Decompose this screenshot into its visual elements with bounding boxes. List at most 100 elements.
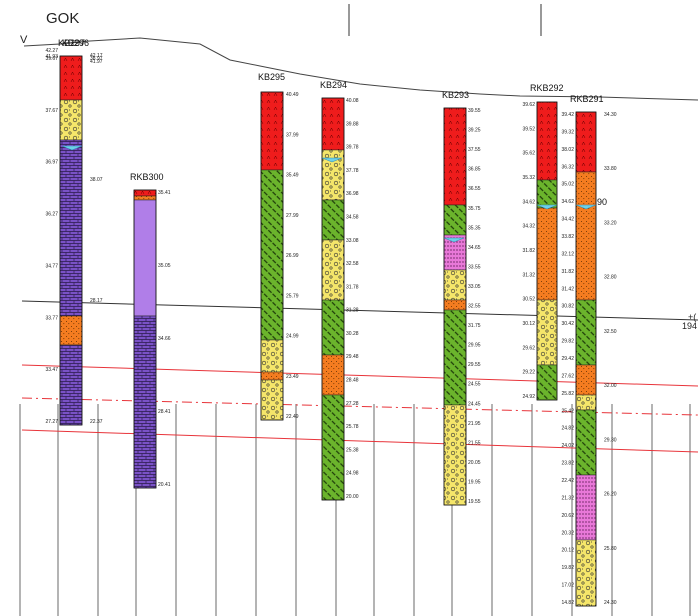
borehole-kb293 bbox=[443, 107, 467, 506]
borehole-layer bbox=[59, 344, 83, 426]
borehole-outline bbox=[575, 111, 597, 607]
borehole-outline bbox=[59, 55, 83, 426]
depth-label: 19.82 bbox=[561, 565, 574, 571]
depth-label: 36.85 bbox=[468, 167, 481, 173]
water-level-line bbox=[21, 300, 698, 321]
borehole-layer bbox=[575, 111, 597, 173]
depth-label: 39.67 bbox=[45, 56, 58, 62]
depth-label: 33.20 bbox=[604, 220, 617, 226]
borehole-layer bbox=[260, 339, 284, 373]
depth-label: 30.42 bbox=[561, 321, 574, 327]
borehole-name: KB297 bbox=[58, 38, 85, 48]
borehole-kb295 bbox=[260, 91, 284, 421]
borehole-rkb291 bbox=[575, 111, 597, 607]
borehole-name: RKB292 bbox=[530, 83, 564, 93]
depth-label: 34.32 bbox=[522, 224, 535, 230]
depth-label: 29.55 bbox=[468, 362, 481, 368]
depth-label: 33.47 bbox=[45, 367, 58, 373]
borehole-outline bbox=[133, 189, 157, 489]
depth-label: 36.55 bbox=[468, 186, 481, 192]
borehole-layer bbox=[536, 179, 558, 209]
depth-label: 14.82 bbox=[561, 600, 574, 606]
depth-label: 34.30 bbox=[604, 112, 617, 118]
depth-label: 25.79 bbox=[286, 293, 299, 299]
depth-label: 41.93 bbox=[45, 54, 58, 60]
depth-label: 28.48 bbox=[346, 378, 359, 384]
borehole-name: KB296 bbox=[62, 38, 89, 48]
groundwater-marker-icon bbox=[536, 204, 558, 210]
depth-label: 33.08 bbox=[346, 238, 359, 244]
depth-label: 35.41 bbox=[158, 190, 171, 196]
borehole-layer bbox=[575, 171, 597, 301]
borehole-layer bbox=[321, 149, 345, 201]
depth-label: 33.55 bbox=[468, 264, 481, 270]
depth-label: 35.05 bbox=[158, 263, 171, 269]
depth-label: 34.77 bbox=[45, 263, 58, 269]
depth-label: 36.98 bbox=[346, 191, 359, 197]
depth-label: 35.62 bbox=[522, 151, 535, 157]
depth-label: 29.42 bbox=[561, 356, 574, 362]
reference-line-upper bbox=[21, 364, 698, 387]
depth-label: 27.62 bbox=[561, 373, 574, 379]
depth-label: 27.99 bbox=[286, 213, 299, 219]
borehole-layer bbox=[575, 409, 597, 476]
depth-label: 42.17 bbox=[90, 53, 103, 59]
depth-label: 37.67 bbox=[45, 108, 58, 114]
borehole-layer bbox=[260, 371, 284, 381]
borehole-layer bbox=[321, 239, 345, 301]
depth-label: 25.78 bbox=[346, 424, 359, 430]
depth-label: 40.49 bbox=[286, 92, 299, 98]
depth-label: 41.97 bbox=[90, 59, 103, 65]
edge-label-bottom: 194 bbox=[682, 321, 698, 331]
borehole-kb294 bbox=[321, 97, 345, 501]
depth-label: 25.82 bbox=[561, 391, 574, 397]
groundwater-marker-icon bbox=[443, 237, 465, 243]
depth-label: 24.98 bbox=[346, 471, 359, 477]
depth-label: 30.82 bbox=[561, 304, 574, 310]
depth-label: 28.17 bbox=[90, 298, 103, 304]
borehole-name: RKB300 bbox=[130, 172, 164, 182]
depth-label: 39.55 bbox=[468, 108, 481, 114]
depth-label: 38.02 bbox=[561, 147, 574, 153]
borehole-layer bbox=[321, 354, 345, 396]
depth-label: 27.27 bbox=[45, 419, 58, 425]
borehole-layer bbox=[575, 539, 597, 607]
depth-label: 36.32 bbox=[561, 164, 574, 170]
depth-label: 23.82 bbox=[561, 461, 574, 467]
borehole-layer bbox=[575, 364, 597, 396]
borehole-kb296 bbox=[59, 55, 83, 426]
depth-label: 25.80 bbox=[604, 546, 617, 552]
depth-label: 34.58 bbox=[346, 214, 359, 220]
depth-label: 29.62 bbox=[522, 345, 535, 351]
borehole-layer bbox=[536, 299, 558, 366]
terrain-surface-line bbox=[23, 37, 698, 101]
borehole-layer bbox=[59, 139, 83, 317]
depth-label: 37.78 bbox=[346, 168, 359, 174]
depth-label: 33.82 bbox=[561, 234, 574, 240]
depth-label: 42.27 bbox=[45, 48, 58, 54]
depth-label: 34.66 bbox=[158, 336, 171, 342]
borehole-layer bbox=[443, 309, 467, 406]
depth-label: 39.25 bbox=[468, 128, 481, 134]
depth-label: 32.58 bbox=[346, 261, 359, 267]
depth-label: 29.48 bbox=[346, 354, 359, 360]
borehole-layer bbox=[443, 204, 467, 236]
depth-label: 23.49 bbox=[286, 374, 299, 380]
borehole-outline bbox=[260, 91, 284, 421]
depth-label: 31.28 bbox=[346, 308, 359, 314]
edge-label-top: +( bbox=[688, 312, 697, 322]
depth-label: 19.55 bbox=[468, 499, 481, 505]
borehole-outline bbox=[536, 101, 558, 401]
depth-label: 20.12 bbox=[561, 548, 574, 554]
depth-label: 31.78 bbox=[346, 284, 359, 290]
depth-label: 35.49 bbox=[286, 173, 299, 179]
depth-label: 24.82 bbox=[561, 426, 574, 432]
depth-label: 30.52 bbox=[522, 297, 535, 303]
borehole-layer bbox=[443, 107, 467, 206]
depth-label: 31.32 bbox=[522, 272, 535, 278]
depth-label: 25.38 bbox=[346, 447, 359, 453]
borehole-layer bbox=[443, 299, 467, 311]
depth-label: 20.32 bbox=[561, 530, 574, 536]
borehole-name: KB294 bbox=[320, 80, 347, 90]
